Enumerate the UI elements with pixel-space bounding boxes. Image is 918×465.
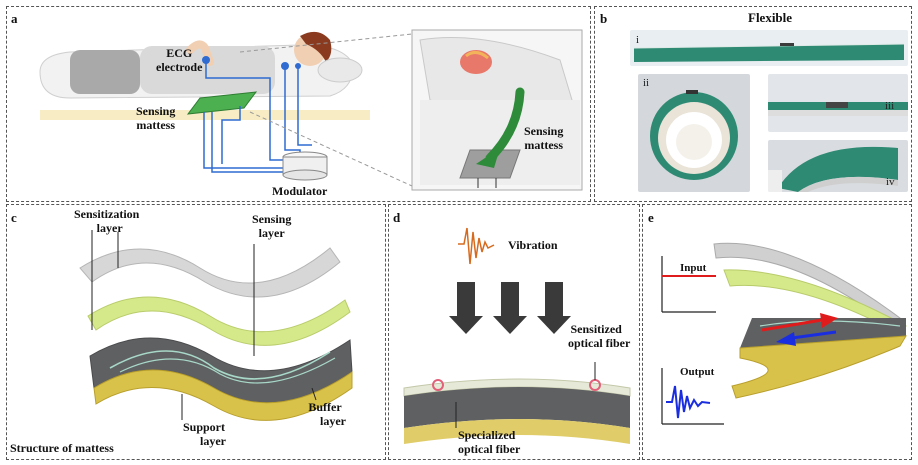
label-structure-of-mattess: Structure of mattess [10, 441, 114, 455]
panel-b-title: Flexible [748, 10, 793, 25]
label-vibration: Vibration [508, 238, 558, 252]
photo-label-iv: iv [886, 176, 895, 188]
label-sensing-layer: Sensing layer [252, 212, 292, 240]
panel-a [6, 6, 591, 202]
label-modulator: Modulator [272, 184, 328, 198]
panel-b [594, 6, 912, 202]
panel-e-letter: e [648, 210, 654, 225]
panel-c [6, 204, 386, 460]
label-specialized-optical-fiber: Specialized optical fiber [458, 428, 521, 456]
panel-d-letter: d [393, 210, 401, 225]
label-support-layer: Support layer [182, 420, 226, 448]
label-sensing-mattress: Sensing mattess [136, 104, 176, 132]
label-ecg-electrode: ECG electrode [156, 46, 203, 74]
panel-c-letter: c [11, 210, 17, 225]
panel-b-letter: b [600, 11, 608, 26]
photo-label-iii: iii [885, 100, 895, 112]
panel-e [642, 204, 912, 460]
photo-label-ii: ii [643, 77, 650, 89]
panel-a-letter: a [11, 11, 18, 26]
label-sensitized-optical-fiber: Sensitized optical fiber [568, 322, 631, 350]
photo-rolled-mat [638, 74, 750, 192]
photo-bent-mat [768, 140, 908, 192]
photo-flat-mat [630, 30, 908, 66]
label-output: Output [680, 366, 715, 378]
panel-d [388, 204, 640, 460]
label-buffer-layer: Buffer layer [308, 400, 346, 428]
label-sensitization-layer: Sensitization layer [74, 207, 140, 235]
label-inset-sensing-mattress: Sensing mattess [524, 124, 564, 152]
photo-mat-edge [768, 74, 908, 132]
photo-label-i: i [636, 34, 640, 46]
label-input: Input [680, 262, 707, 274]
